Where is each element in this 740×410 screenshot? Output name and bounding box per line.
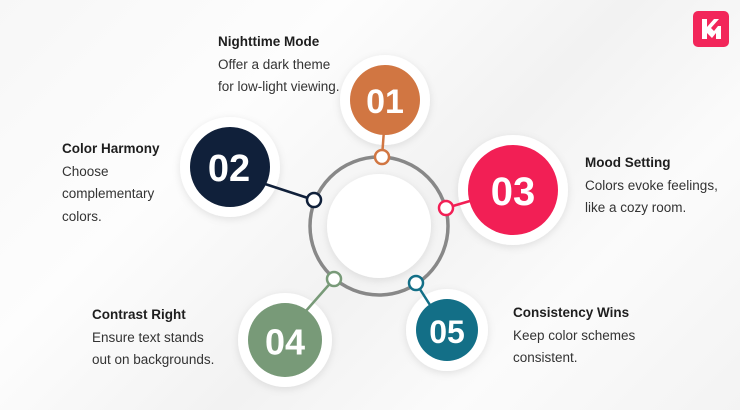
circle-05	[416, 299, 478, 361]
item-desc-line: complementary	[62, 186, 155, 201]
circle-04	[248, 303, 322, 377]
item-05-text: Consistency Wins Keep color schemes cons…	[513, 302, 635, 370]
brand-logo	[693, 11, 729, 47]
dot-04	[325, 270, 343, 288]
item-01-text: Nighttime Mode Offer a dark theme for lo…	[218, 31, 340, 99]
item-desc-line: Colors evoke feelings,	[585, 177, 718, 193]
number-04: 04	[265, 322, 305, 363]
circle-02	[190, 127, 270, 207]
dot-01	[373, 148, 391, 166]
item-03-text: Mood Setting Colors evoke feelings, like…	[585, 152, 718, 220]
number-03: 03	[491, 170, 536, 214]
item-title: Contrast Right	[92, 307, 186, 322]
item-desc-line: out on backgrounds.	[92, 352, 215, 367]
center-circle	[327, 174, 431, 278]
item-desc-line: Keep color schemes	[513, 327, 636, 343]
dot-02	[305, 191, 323, 209]
item-desc-line: consistent.	[513, 350, 578, 365]
item-title: Consistency Wins	[513, 305, 630, 320]
item-desc-line: colors.	[62, 208, 102, 224]
item-desc-line: Ensure text stands	[92, 329, 204, 345]
dot-05	[407, 274, 425, 292]
item-04-text: Contrast Right Ensure text stands out on…	[92, 304, 214, 372]
item-desc-line: for low-light viewing.	[218, 79, 340, 94]
km-logo-icon	[702, 19, 721, 39]
number-05: 05	[429, 314, 465, 350]
item-desc-line: Offer a dark theme	[218, 56, 331, 72]
item-title: Nighttime Mode	[218, 34, 320, 49]
item-desc-line: like a cozy room.	[585, 200, 687, 215]
connector-02	[261, 181, 315, 202]
circle-03	[468, 145, 558, 235]
number-01: 01	[366, 83, 404, 121]
item-title: Mood Setting	[585, 155, 671, 170]
dot-03	[437, 199, 455, 217]
circle-01	[350, 65, 420, 135]
number-02: 02	[208, 148, 250, 190]
item-title: Color Harmony	[62, 141, 160, 156]
item-desc-line: Choose	[62, 163, 109, 179]
item-02-text: Color Harmony Choose complementary color…	[62, 138, 160, 228]
